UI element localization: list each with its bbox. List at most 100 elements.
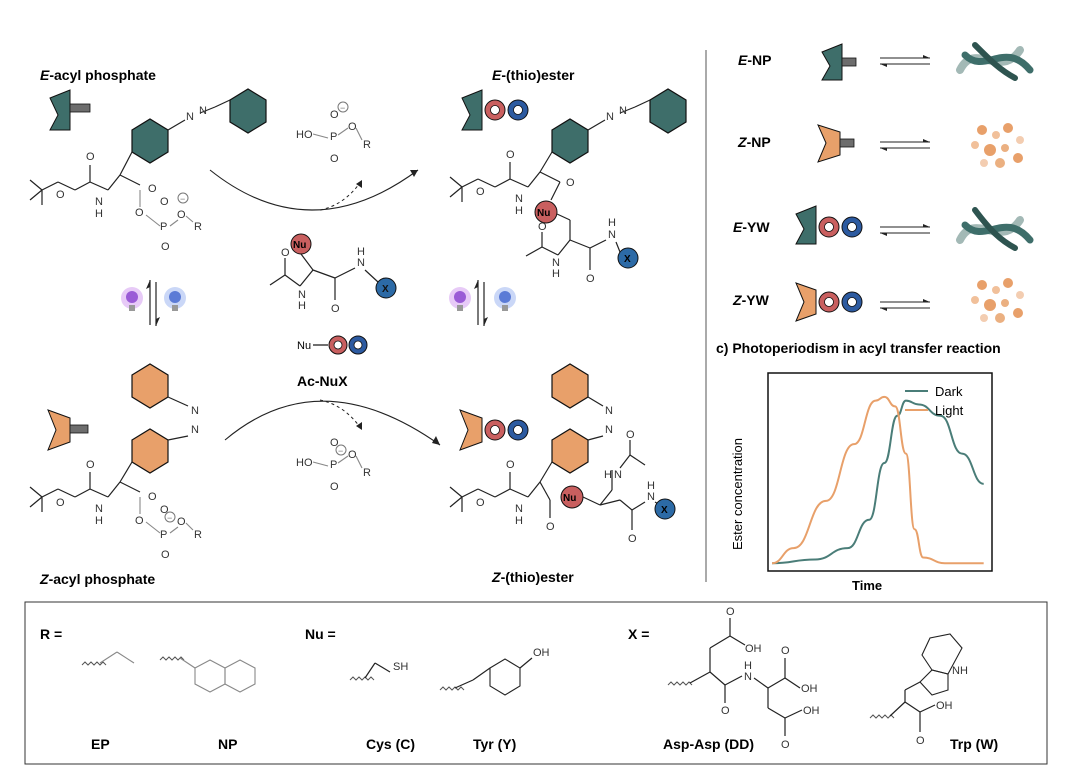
svg-text:OH: OH	[533, 647, 550, 659]
svg-text:N: N	[605, 405, 613, 417]
svg-text:O: O	[506, 459, 515, 471]
svg-text:Nu: Nu	[293, 240, 306, 251]
svg-text:N: N	[95, 196, 103, 208]
svg-text:O: O	[281, 247, 290, 259]
series-line-dark	[771, 399, 984, 565]
svg-text:O: O	[476, 186, 485, 198]
e-yw-glyph-top	[461, 89, 529, 131]
svg-text:O: O	[626, 429, 635, 441]
svg-text:N: N	[357, 257, 365, 269]
svg-text:O: O	[160, 504, 169, 516]
e-np-glyph-top-left	[49, 89, 91, 131]
svg-text:E-YW: E-YW	[733, 219, 770, 235]
tyr-label: Tyr (Y)	[473, 736, 516, 752]
svg-text:O: O	[726, 606, 735, 618]
svg-text:O: O	[330, 153, 339, 165]
svg-text:O: O	[330, 437, 339, 449]
nu-bead-glyph: Nu	[297, 335, 368, 355]
np-label: NP	[218, 736, 237, 752]
svg-text:HO: HO	[296, 457, 313, 469]
svg-text:H: H	[357, 246, 365, 258]
fiber-aggregate-icon-2	[956, 207, 1034, 251]
svg-text:N: N	[606, 111, 614, 123]
svg-text:O: O	[86, 459, 95, 471]
legend-light: Light	[935, 403, 964, 418]
svg-text:H: H	[95, 208, 103, 220]
reagent-label: Ac-NuX	[297, 373, 348, 389]
svg-text:N: N	[619, 105, 627, 117]
svg-text:X: X	[661, 505, 668, 516]
svg-text:N: N	[199, 105, 207, 117]
state-row-z-np: Z-NP	[737, 123, 1024, 168]
svg-text:Z-NP: Z-NP	[737, 134, 771, 150]
svg-text:O: O	[177, 516, 186, 528]
svg-text:N: N	[95, 503, 103, 515]
cys-structure: SH	[349, 661, 408, 681]
svg-text:N: N	[191, 424, 199, 436]
svg-text:Z-YW: Z-YW	[732, 292, 770, 308]
svg-text:H: H	[95, 515, 103, 527]
z-thioester-structure: N N O O N H O Nu H N O O N	[449, 363, 676, 545]
svg-text:O: O	[56, 189, 65, 201]
svg-text:O: O	[348, 121, 357, 133]
svg-text:N: N	[515, 503, 523, 515]
reagent-ac-nux: Nu O N H O N H X	[269, 233, 397, 315]
svg-text:O: O	[135, 515, 144, 527]
svg-text:H: H	[515, 205, 523, 217]
nu-equals-label: Nu =	[305, 626, 336, 642]
svg-text:N: N	[515, 193, 523, 205]
svg-text:N: N	[298, 289, 306, 301]
svg-text:R: R	[363, 139, 371, 151]
aspasp-structure: O OH O N H O OH O OH	[667, 606, 820, 751]
released-phosphate-top: HO P O − O O R	[296, 101, 371, 165]
svg-text:OH: OH	[936, 700, 953, 712]
y-axis-label: Ester concentration	[730, 438, 745, 550]
svg-text:NH: NH	[952, 665, 968, 677]
svg-text:O: O	[916, 735, 925, 747]
svg-text:N: N	[552, 257, 560, 269]
trp-structure: NH O OH	[869, 633, 968, 747]
svg-text:H: H	[552, 268, 560, 280]
svg-text:N: N	[608, 229, 616, 241]
svg-text:H: H	[604, 469, 612, 481]
svg-text:H: H	[647, 480, 655, 492]
e-thioester-title: E-(thio)ester	[492, 67, 575, 83]
svg-text:N: N	[744, 671, 752, 683]
svg-text:SH: SH	[393, 661, 408, 673]
svg-text:P: P	[160, 529, 167, 541]
svg-text:O: O	[86, 151, 95, 163]
svg-text:OH: OH	[803, 705, 820, 717]
state-row-e-np: E-NP	[738, 42, 1034, 81]
svg-text:−: −	[340, 103, 345, 113]
svg-text:O: O	[331, 303, 340, 315]
trp-label: Trp (W)	[950, 736, 998, 752]
svg-text:X: X	[624, 254, 631, 265]
z-yw-glyph-bottom	[459, 409, 529, 451]
svg-text:O: O	[721, 705, 730, 717]
x-equals-label: X =	[628, 626, 649, 642]
svg-text:O: O	[566, 177, 575, 189]
top-reaction-arrow	[209, 169, 419, 211]
z-np-glyph-left	[47, 409, 89, 451]
panel-c-title: c) Photoperiodism in acyl transfer react…	[716, 340, 1001, 356]
svg-text:OH: OH	[801, 683, 818, 695]
svg-text:R: R	[194, 529, 202, 541]
svg-text:P: P	[330, 459, 337, 471]
svg-text:O: O	[506, 149, 515, 161]
tyr-structure: OH	[439, 647, 550, 696]
svg-text:H: H	[744, 660, 752, 672]
z-acyl-phosphate-structure: N N O O N H O O P O − O O R	[29, 363, 202, 561]
svg-text:O: O	[781, 645, 790, 657]
svg-text:O: O	[781, 739, 790, 751]
svg-text:O: O	[628, 533, 637, 545]
svg-text:O: O	[330, 481, 339, 493]
e-acyl-phosphate-structure: N N O O N H O O P O − O O R	[29, 88, 267, 253]
svg-text:O: O	[56, 497, 65, 509]
legend-dark: Dark	[935, 384, 963, 399]
svg-text:P: P	[160, 221, 167, 233]
svg-text:−: −	[167, 513, 172, 523]
svg-text:R: R	[363, 467, 371, 479]
svg-text:Nu: Nu	[297, 340, 311, 352]
svg-text:O: O	[160, 196, 169, 208]
